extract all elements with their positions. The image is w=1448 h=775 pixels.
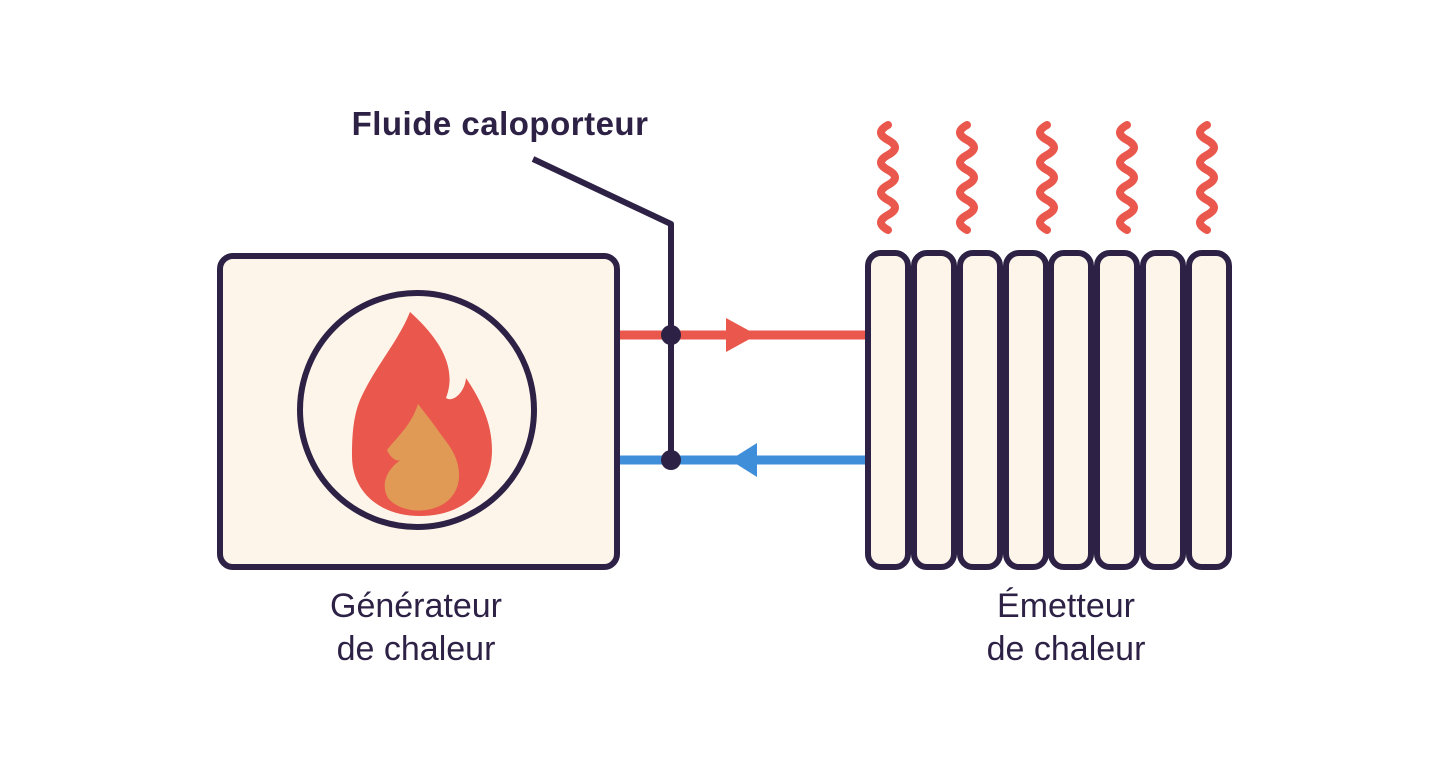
arrow-left-icon [730, 443, 757, 477]
radiator-fin [865, 250, 911, 570]
junction-dot [661, 450, 681, 470]
leader-line [531, 156, 674, 460]
emitter-label-line2: de chaleur [986, 630, 1146, 668]
emitter-label-line1: Émetteur [997, 587, 1135, 625]
heat-wave-icon [1040, 125, 1054, 230]
heat-wave-icon [1200, 125, 1214, 230]
radiator-fin [1186, 250, 1232, 570]
fluid-leader [531, 156, 681, 470]
generator-box [217, 253, 620, 570]
generator-label: Générateur de chaleur [330, 585, 502, 671]
arrow-right-icon [726, 318, 757, 352]
flame-icon [352, 312, 492, 516]
heat-waves [881, 125, 1214, 230]
heat-wave-icon [960, 125, 974, 230]
radiator-fin [911, 250, 957, 570]
radiator-icon [865, 250, 1232, 570]
supply-pipe [618, 318, 866, 352]
radiator-fin [957, 250, 1003, 570]
fluid-label: Fluide caloporteur [351, 105, 649, 142]
return-pipe [618, 443, 866, 477]
heat-wave-icon [881, 125, 895, 230]
junction-dot [661, 325, 681, 345]
radiator-fin [1094, 250, 1140, 570]
radiator-fin [1003, 250, 1049, 570]
generator-label-line2: de chaleur [336, 630, 496, 668]
heat-wave-icon [1120, 125, 1134, 230]
radiator-fin [1140, 250, 1186, 570]
radiator-fin [1048, 250, 1094, 570]
emitter-label: Émetteur de chaleur [987, 585, 1146, 671]
generator-label-line1: Générateur [330, 587, 502, 625]
flame-inner [384, 404, 460, 511]
